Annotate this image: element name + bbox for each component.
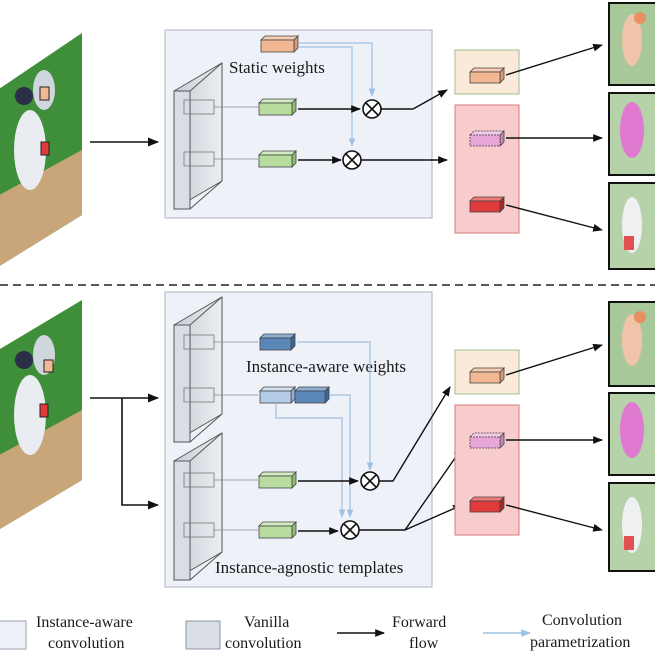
output-image-bottom-3 [608,482,655,572]
light-blue-weight-block [259,386,296,404]
legend: Instance-aware convolution Vanilla convo… [0,612,630,652]
instance-aware-weights-label: Instance-aware weights [246,357,406,376]
output-image-bottom-2 [608,392,655,476]
param-arrow-top-2 [298,46,356,147]
instance-agnostic-templates-label: Instance-agnostic templates [215,558,403,577]
green-block-bottom-1 [258,471,297,489]
output-image-top-3 [608,182,655,270]
green-block-top-1 [258,98,297,116]
forward-arrow-top-3 [381,89,448,110]
static-weight-block [260,35,299,53]
legend-forward-line2: flow [409,635,439,652]
output-box-red-bottom [454,404,520,536]
legend-param-line1: Convolution [542,612,622,629]
legend-instance-aware-swatch [0,620,27,650]
multiply-node-top-2 [342,150,362,170]
top-section: Static weights [0,2,655,270]
legend-vanilla-line2: convolution [225,635,301,652]
static-weights-label: Static weights [229,58,325,77]
conv-box-top [173,62,258,210]
output-image-top-2 [608,92,655,176]
input-image-bottom [0,300,82,530]
param-arrow-bottom-3 [275,404,346,518]
blue-weight-block-1 [259,333,296,351]
conv-box-bottom-1 [173,296,258,443]
forward-arrow-top-5 [505,43,603,76]
forward-arrow-bottom-5 [404,504,463,531]
multiply-node-bottom-2 [340,520,360,540]
multiply-node-bottom-1 [360,471,380,491]
param-arrow-bottom-2 [330,394,354,518]
bottom-section: Instance-aware weights Instance-agnostic… [0,291,655,588]
param-arrow-top-1 [298,42,376,97]
orange-block-bottom [469,367,505,384]
forward-arrow-bottom-3 [379,386,451,482]
forward-arrow-bottom-8 [505,504,603,532]
input-image-top [0,33,82,266]
output-image-bottom-1 [608,301,655,387]
green-block-top-2 [258,150,297,168]
output-box-red-top [454,104,520,234]
forward-arrow-top-7 [505,204,603,232]
orange-block-top [469,67,505,84]
output-image-top-1 [608,2,655,86]
legend-instance-aware-line1: Instance-aware [36,614,133,631]
green-block-bottom-2 [258,521,297,539]
red-block-bottom [469,496,505,513]
param-arrow-bottom-1 [297,341,374,471]
blue-weight-block-2 [294,386,330,404]
forward-arrow-input-bottom-branch [121,398,160,510]
legend-forward-line1: Forward [392,614,446,631]
red-block-top [469,196,505,213]
pink-block-bottom [469,432,505,449]
multiply-node-top-1 [362,99,382,119]
forward-arrow-bottom-6 [505,343,603,376]
legend-param-line2: parametrization [530,634,630,651]
legend-instance-aware-line2: convolution [48,635,124,652]
legend-vanilla-line1: Vanilla [244,614,289,631]
legend-vanilla-swatch [185,620,221,650]
conv-box-bottom-2 [173,432,258,581]
pink-block-top [469,130,505,147]
